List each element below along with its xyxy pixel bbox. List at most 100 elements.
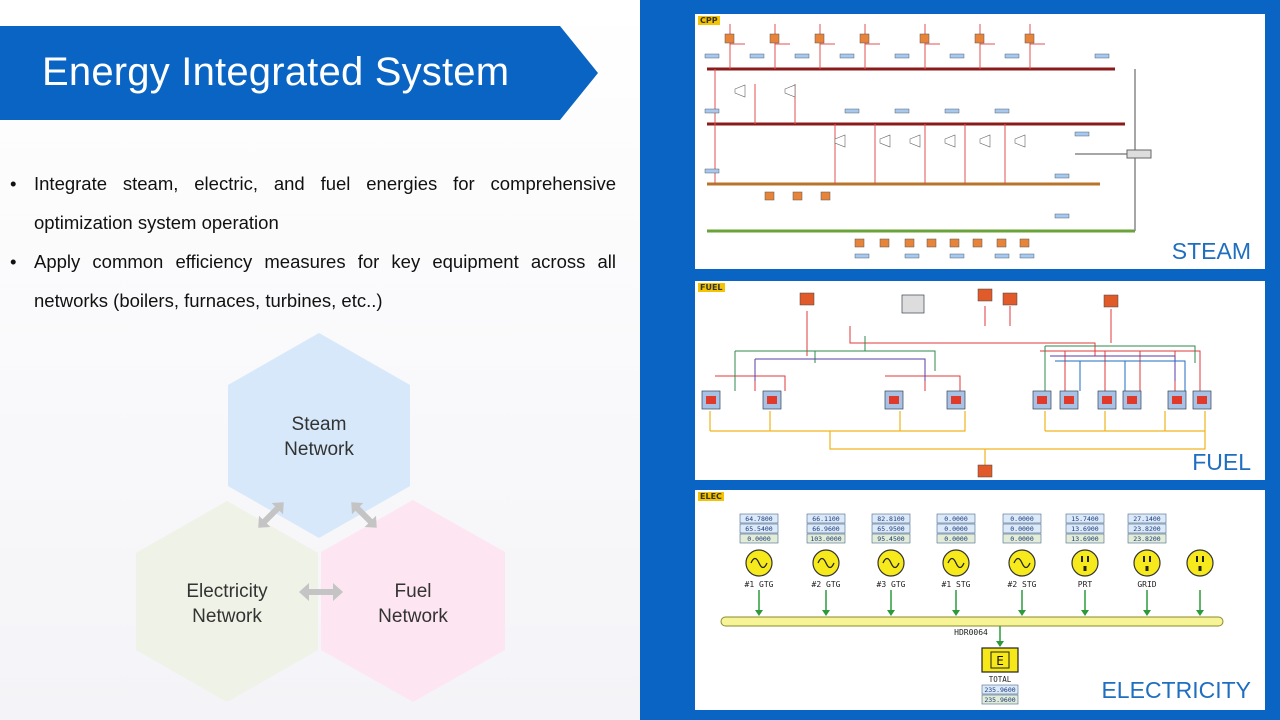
feed-arrow-icon xyxy=(1143,610,1151,616)
generator-reading: 66.1100 xyxy=(812,515,839,523)
generator-reading-box xyxy=(1065,523,1105,534)
fuel-hexagon xyxy=(321,500,505,702)
generator-reading-box xyxy=(871,523,911,534)
ac-generator-icon xyxy=(942,549,970,577)
generator-reading-box xyxy=(871,513,911,524)
generator-reading: 23.8200 xyxy=(1133,525,1160,533)
generator-reading: 0.0000 xyxy=(1010,515,1034,523)
generator-label: #1 STG xyxy=(942,580,971,589)
generator-label: #2 GTG xyxy=(812,580,841,589)
generator-reading-box xyxy=(739,533,779,544)
fuel-network-diagram xyxy=(701,288,1212,478)
generator-reading: 0.0000 xyxy=(747,535,771,543)
total-feed-arrow-icon xyxy=(996,641,1004,647)
electricity-panel-title: ELECTRICITY xyxy=(1101,677,1251,703)
generator-reading: 66.9600 xyxy=(812,525,839,533)
generator-unit: 82.8100 65.9500 95.4500 #3 GTG xyxy=(871,513,911,616)
generator-reading-box xyxy=(1065,533,1105,544)
fuel-panel: FUEL xyxy=(695,281,1265,480)
bullet-item: • Integrate steam, electric, and fuel ene… xyxy=(10,164,616,242)
title-banner-shape xyxy=(0,26,598,120)
steam-panel-title: STEAM xyxy=(1171,238,1251,264)
generator-reading-box xyxy=(806,533,846,544)
elec-fuel-arrow-icon xyxy=(299,583,343,601)
generator-reading-box xyxy=(1127,513,1167,524)
bullet-text: Integrate steam, electric, and fuel ener… xyxy=(34,173,616,233)
generator-reading-box xyxy=(1002,523,1042,534)
bullet-item: • Apply common efficiency measures for ke… xyxy=(10,242,616,320)
power-outlet-icon xyxy=(1186,549,1214,577)
generator-label: PRT xyxy=(1078,580,1093,589)
power-outlet-icon xyxy=(1133,549,1161,577)
generator-reading: 13.6900 xyxy=(1071,525,1098,533)
steam-panel-tag: CPP xyxy=(698,16,720,25)
generator-reading-box xyxy=(739,523,779,534)
left-slide-area: Energy Integrated System • Integrate stea… xyxy=(0,0,640,720)
electricity-panel: ELEC HDR0064 E TOTAL 235.9600 235.9600 6… xyxy=(695,490,1265,710)
bullet-list: • Integrate steam, electric, and fuel ene… xyxy=(10,164,616,320)
bullet-dot-icon: • xyxy=(10,251,17,272)
generator-reading-box xyxy=(936,533,976,544)
generator-reading-box xyxy=(1065,513,1105,524)
electricity-panel-tag: ELEC xyxy=(698,492,724,501)
feed-arrow-icon xyxy=(755,610,763,616)
electricity-header-label: HDR0064 xyxy=(954,628,988,637)
feed-arrow-icon xyxy=(952,610,960,616)
ac-generator-icon xyxy=(877,549,905,577)
generator-reading: 65.9500 xyxy=(877,525,904,533)
generator-reading-box xyxy=(1127,523,1167,534)
svg-text:235.9600: 235.9600 xyxy=(984,686,1015,694)
generator-reading: 0.0000 xyxy=(1010,525,1034,533)
generator-reading-box xyxy=(739,513,779,524)
feed-arrow-icon xyxy=(1081,610,1089,616)
generator-reading-box xyxy=(1002,533,1042,544)
generator-reading: 82.8100 xyxy=(877,515,904,523)
generator-reading: 0.0000 xyxy=(944,515,968,523)
electricity-network-diagram: HDR0064 E TOTAL 235.9600 235.9600 64.780… xyxy=(720,513,1224,705)
generator-reading-box xyxy=(1002,513,1042,524)
fuel-panel-title: FUEL xyxy=(1192,449,1251,475)
steam-panel: CPP xyxy=(695,14,1265,269)
page-title: Energy Integrated System xyxy=(42,50,510,94)
steam-network-diagram xyxy=(704,24,1152,259)
generator-reading: 103.0000 xyxy=(810,535,841,543)
ac-generator-icon xyxy=(812,549,840,577)
generator-reading: 0.0000 xyxy=(1010,535,1034,543)
generator-reading: 95.4500 xyxy=(877,535,904,543)
generator-reading: 15.7400 xyxy=(1071,515,1098,523)
steam-hexagon xyxy=(228,333,410,538)
generator-label: GRID xyxy=(1137,580,1156,589)
feed-arrow-icon xyxy=(887,610,895,616)
feed-arrow-icon xyxy=(822,610,830,616)
steam-elec-arrow-icon xyxy=(258,502,284,528)
generator-reading: 64.7800 xyxy=(745,515,772,523)
steam-fuel-arrow-icon xyxy=(351,502,377,528)
total-meter-symbol: E xyxy=(996,654,1004,668)
total-meter-inner xyxy=(990,651,1010,669)
generator-reading-box xyxy=(871,533,911,544)
generator-reading-box xyxy=(806,523,846,534)
bullet-text: Apply common efficiency measures for key… xyxy=(34,251,616,311)
fuel-panel-tag: FUEL xyxy=(698,283,725,292)
electricity-header-bus xyxy=(720,616,1224,627)
feed-arrow-icon xyxy=(1018,610,1026,616)
right-panel: CPP xyxy=(640,0,1280,720)
bullet-dot-icon: • xyxy=(10,173,17,194)
generator-reading: 13.6900 xyxy=(1071,535,1098,543)
generator-label: #3 GTG xyxy=(877,580,906,589)
total-label: TOTAL xyxy=(989,675,1012,684)
generator-reading-box xyxy=(936,513,976,524)
ac-generator-icon xyxy=(745,549,773,577)
generator-reading-box xyxy=(936,523,976,534)
title-banner xyxy=(0,26,598,120)
generator-unit: 66.1100 66.9600 103.0000 #2 GTG xyxy=(806,513,846,616)
